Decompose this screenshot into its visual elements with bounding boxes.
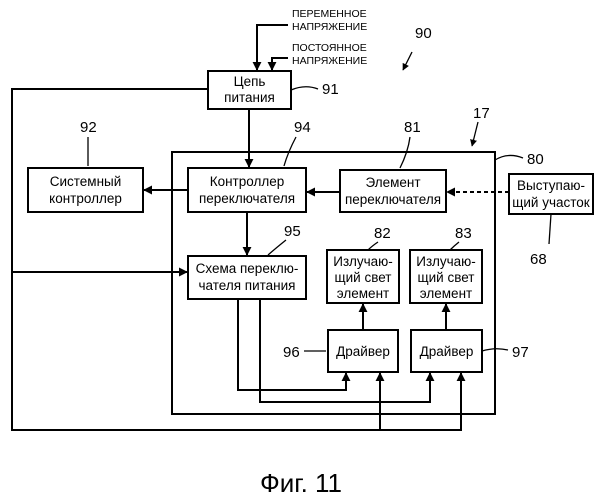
switch-element-ref: 81 <box>404 119 421 136</box>
emitter-2-ref: 83 <box>455 225 472 242</box>
dc-input-arrow <box>272 58 288 70</box>
emitter-2-leader <box>450 242 459 250</box>
container-ref: 17 <box>473 105 490 122</box>
emitter-1-ref: 82 <box>374 225 391 242</box>
protrusion-leader <box>549 214 551 244</box>
emitter-1-label-1: Излучаю- <box>333 254 393 269</box>
housing-leader <box>495 155 523 160</box>
emitter-1-label-3: элемент <box>337 286 389 301</box>
emitter-2-label-3: элемент <box>420 286 472 301</box>
power-circuit-ref: 91 <box>322 81 339 98</box>
power-switch-label-2: чателя питания <box>199 278 296 293</box>
system-controller-label-2: контроллер <box>49 191 122 206</box>
switch-controller-label-2: переключателя <box>199 191 295 206</box>
switch-controller-ref: 94 <box>294 119 311 136</box>
switch-controller-label-1: Контроллер <box>210 174 285 189</box>
container-ref-arrow <box>472 122 478 146</box>
figure-number-arrow <box>403 52 412 70</box>
driver-2-ref: 97 <box>512 344 529 361</box>
switch-element-label-2: переключателя <box>345 192 441 207</box>
power-switch-label-1: Схема переклю- <box>196 261 299 276</box>
protrusion-label-2: щий участок <box>512 195 590 210</box>
dc-voltage-label-2: НАПРЯЖЕНИЕ <box>292 55 367 67</box>
driver-1-ref: 96 <box>283 344 300 361</box>
emitter-2-label-1: Излучаю- <box>416 254 476 269</box>
power-circuit-label-1: Цепь <box>234 74 266 89</box>
emitter-1-leader <box>368 242 378 250</box>
emitter-2-label-2: щий свет <box>418 270 475 285</box>
ac-voltage-label-1: ПЕРЕМЕННОЕ <box>292 8 367 20</box>
ac-voltage-label-2: НАПРЯЖЕНИЕ <box>292 21 367 33</box>
system-controller-label-1: Системный <box>50 174 122 189</box>
power-circuit-label-2: питания <box>224 90 275 105</box>
switch-element-label-1: Элемент <box>365 175 420 190</box>
protrusion-ref: 68 <box>530 251 547 268</box>
protrusion-label-1: Выступаю- <box>517 178 585 193</box>
power-switch-leader <box>268 240 286 255</box>
emitter-1-label-2: щий свет <box>335 270 392 285</box>
driver-2-label: Драйвер <box>420 344 474 359</box>
dc-voltage-label-1: ПОСТОЯННОЕ <box>292 42 367 54</box>
driver-1-label: Драйвер <box>336 344 390 359</box>
system-controller-ref: 92 <box>80 119 97 136</box>
figure-number: 90 <box>415 25 432 42</box>
power-switch-ref: 95 <box>284 223 301 240</box>
housing-ref: 80 <box>527 151 544 168</box>
figure-caption: Фиг. 11 <box>260 468 342 498</box>
power-circuit-leader <box>291 87 318 90</box>
